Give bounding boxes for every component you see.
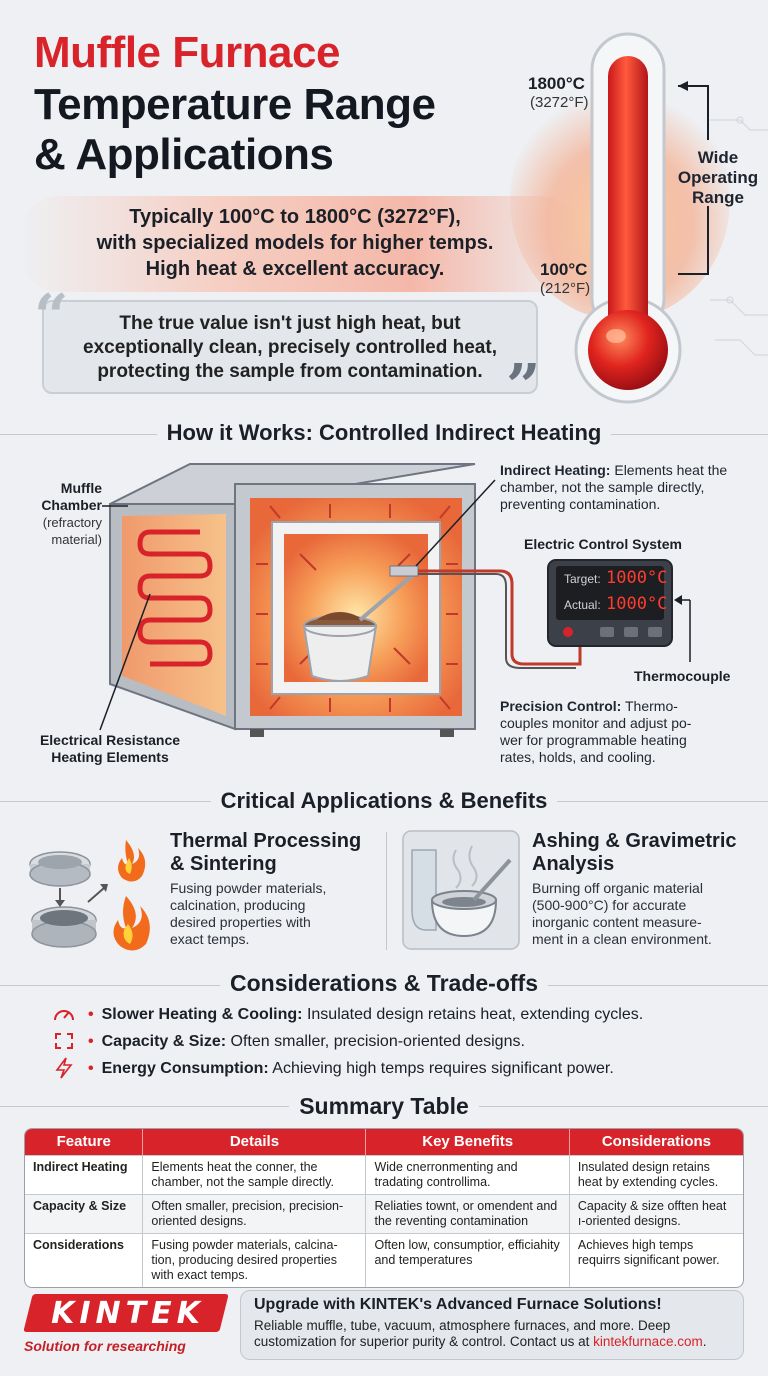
title-line-3: & Applications <box>34 130 334 179</box>
column-header: Details <box>142 1129 367 1155</box>
actual-value: 1000°C <box>606 594 668 614</box>
title-line-2: Temperature Range <box>34 80 436 129</box>
control-system-label: Electric Control System <box>524 536 682 552</box>
app-title: Ashing & Gravimetric <box>532 830 737 852</box>
tagline: Solution for researching <box>24 1338 186 1354</box>
chamber-label: Muffle Chamber (refractory material) <box>41 480 102 547</box>
app-card-sintering: Thermal Processing & Sintering Fusing po… <box>170 830 386 948</box>
app-title: Thermal Processing <box>170 830 362 852</box>
table-row: Capacity & Size Often smaller, precision… <box>25 1193 743 1233</box>
precision-control-callout: Precision Control: Thermo- couples monit… <box>500 698 692 765</box>
lightning-icon <box>55 1057 73 1079</box>
app-divider <box>386 832 387 950</box>
kintek-logo: KINTEK <box>51 1296 205 1331</box>
elements-label: Electrical Resistance Heating Elements <box>39 732 181 765</box>
range-label: Wide Operating Range <box>677 148 759 207</box>
temp-low-c: 100°C <box>540 260 588 279</box>
website-link[interactable]: kintekfurnace.com <box>593 1334 703 1349</box>
quote-text: The true value isn't just high heat, but… <box>83 313 497 382</box>
consideration-row: •Capacity & Size: Often smaller, precisi… <box>88 1033 525 1050</box>
temp-high-c: 1800°C <box>528 74 585 93</box>
target-value: 1000°C <box>606 568 668 588</box>
summary-heading: Summary Table <box>0 1093 768 1120</box>
considerations-heading: Considerations & Trade-offs <box>0 970 768 997</box>
table-row: Indirect Heating Elements heat the conne… <box>25 1154 743 1194</box>
table-row: Considerations Fusing powder materials, … <box>25 1232 743 1287</box>
furnace-diagram <box>99 463 691 737</box>
sintering-illustration <box>29 840 150 951</box>
app-title: Analysis <box>532 853 615 875</box>
actual-label: Actual: <box>564 598 601 612</box>
subtitle-glow <box>20 196 580 292</box>
applications-heading: Critical Applications & Benefits <box>0 788 768 814</box>
app-title: & Sintering <box>170 853 277 875</box>
column-header: Considerations <box>569 1129 743 1155</box>
cta-title: Upgrade with KINTEK's Advanced Furnace S… <box>254 1296 662 1313</box>
consideration-row: •Slower Heating & Cooling: Insulated des… <box>88 1006 644 1023</box>
title-line-1: Muffle Furnace <box>34 28 340 77</box>
column-header: Feature <box>25 1129 144 1155</box>
column-header: Key Benefits <box>365 1129 570 1155</box>
ashing-illustration <box>402 830 520 950</box>
subtitle: Typically 100°C to 1800°C (3272°F), with… <box>96 206 494 280</box>
temp-high-f: (3272°F) <box>530 94 589 111</box>
consideration-row: •Energy Consumption: Achieving high temp… <box>88 1060 614 1077</box>
resize-icon <box>55 1033 73 1049</box>
how-heading: How it Works: Controlled Indirect Heatin… <box>0 420 768 446</box>
thermometer-illustration <box>510 32 768 404</box>
close-quote-icon: ” <box>506 352 541 422</box>
gauge-icon <box>54 1010 74 1021</box>
temp-low-f: (212°F) <box>540 280 591 297</box>
open-quote-icon: “ <box>34 282 69 352</box>
cta-text: Reliable muffle, tube, vacuum, atmospher… <box>254 1318 707 1349</box>
target-label: Target: <box>564 572 601 586</box>
quote-box <box>42 300 538 394</box>
app-card-ashing: Ashing & Gravimetric Analysis Burning of… <box>532 830 762 948</box>
indirect-heating-callout: Indirect Heating: Elements heat the cham… <box>500 462 728 512</box>
cta-box <box>240 1290 744 1360</box>
summary-table: Feature Details Key Benefits Considerati… <box>24 1128 744 1288</box>
thermocouple-label: Thermocouple <box>634 668 731 684</box>
